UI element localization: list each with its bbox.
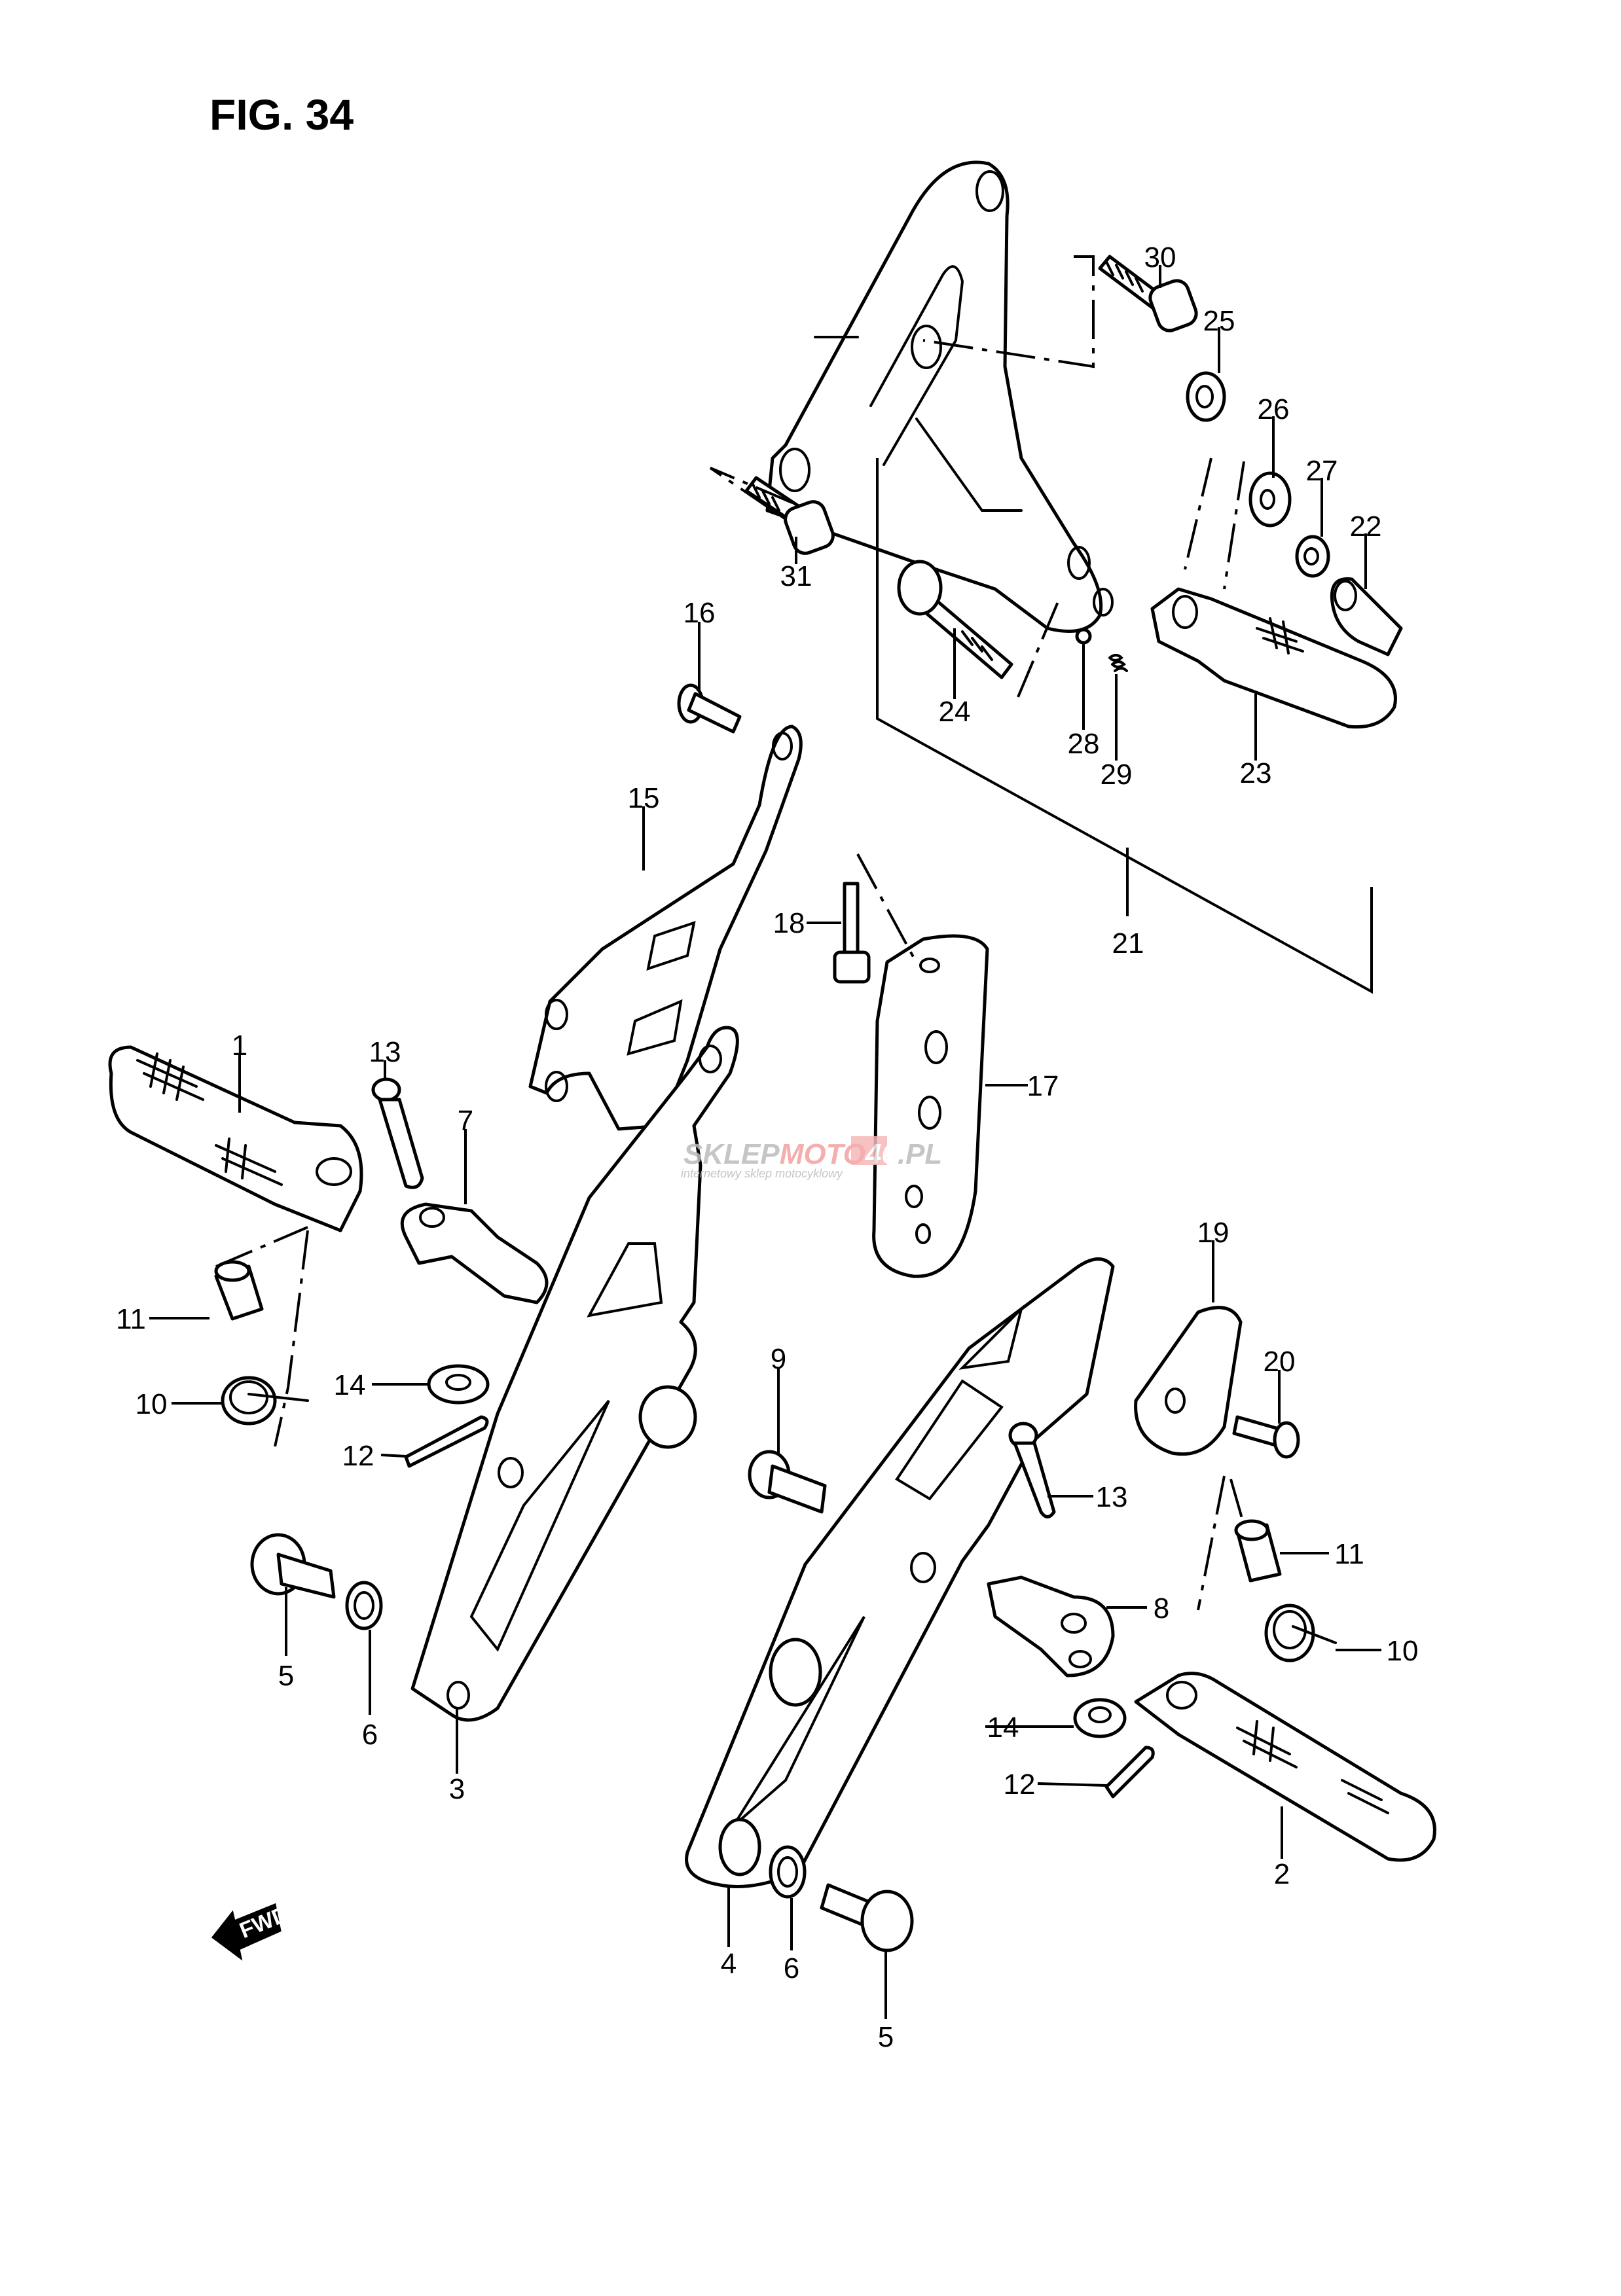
watermark-text-red: MOTO (780, 1138, 865, 1170)
callout-26: 26 (1258, 393, 1290, 425)
callout-29: 29 (1101, 759, 1133, 791)
spring-29 (1108, 654, 1128, 672)
pin-13-left (371, 1077, 424, 1189)
pin-13-right (1008, 1422, 1056, 1518)
callout-10-left: 10 (136, 1388, 168, 1420)
forward-arrow-icon (211, 1903, 282, 1961)
callout-4: 4 (721, 1948, 737, 1980)
watermark-subtitle: internetowy sklep motocyklowy (681, 1167, 843, 1180)
screw-16 (677, 683, 742, 734)
callout-5-left: 5 (278, 1660, 294, 1692)
leader-lines (149, 265, 1381, 2019)
watermark: SKLEPMOTO46.PL internetowy sklep motocyk… (681, 1136, 942, 1180)
callout-30: 30 (1144, 242, 1176, 274)
end-cap-22 (1330, 577, 1403, 656)
watermark-text-suffix: .PL (898, 1138, 942, 1170)
callout-5-right: 5 (878, 2021, 894, 2053)
ball-28 (1075, 628, 1092, 645)
screw-20 (1232, 1415, 1300, 1459)
washer-14-left (427, 1364, 490, 1405)
bolt-5-left (250, 1533, 336, 1599)
washer-6-left (345, 1581, 383, 1630)
nut-27 (1295, 535, 1330, 578)
callout-19: 19 (1197, 1217, 1229, 1249)
callout-13-right: 13 (1096, 1481, 1128, 1513)
pillion-footrest-23 (1150, 587, 1397, 729)
callout-18: 18 (773, 907, 805, 939)
watermark-number-box (851, 1136, 887, 1165)
bolt-24 (897, 560, 1013, 679)
callout-14-left: 14 (334, 1369, 366, 1401)
callout-10-right: 10 (1387, 1635, 1419, 1667)
callout-8: 8 (1154, 1592, 1169, 1624)
callout-6-right: 6 (784, 1952, 799, 1984)
pivot-7 (400, 1202, 549, 1304)
callout-24: 24 (939, 696, 971, 728)
callout-13-left: 13 (369, 1036, 401, 1068)
callout-7: 7 (458, 1105, 473, 1137)
bolt-5-right (820, 1883, 914, 1952)
callout-31: 31 (780, 560, 812, 592)
washer-26 (1248, 471, 1292, 528)
callout-12-left: 12 (342, 1440, 374, 1472)
collar-11-right (1234, 1519, 1282, 1583)
callout-11-right: 11 (1334, 1538, 1364, 1570)
callout-25: 25 (1203, 305, 1235, 337)
callout-14-right: 14 (987, 1712, 1019, 1744)
cotter-pin-12-left (404, 1415, 489, 1468)
pillion-bracket (765, 160, 1114, 633)
heel-guard-17 (872, 934, 989, 1278)
bolt-30 (1098, 255, 1198, 332)
heel-plate-19 (1134, 1306, 1243, 1456)
svg-text:SKLEPMOTO46.PL: SKLEPMOTO46.PL (683, 1138, 942, 1170)
callout-23: 23 (1240, 757, 1272, 789)
footrest-bracket-3 (410, 1026, 739, 1722)
callout-17: 17 (1027, 1070, 1059, 1102)
heel-guard-15 (528, 725, 803, 1131)
callout-9: 9 (771, 1343, 786, 1375)
callout-20: 20 (1264, 1346, 1296, 1378)
bolt-9 (748, 1450, 827, 1514)
callout-12-right: 12 (1004, 1768, 1036, 1801)
callout-labels: 1 2 3 4 5 5 6 6 7 8 9 10 10 11 11 12 12 … (116, 242, 1418, 2053)
callout-3: 3 (449, 1773, 465, 1805)
callout-1: 1 (232, 1030, 247, 1062)
spring-10-left (221, 1376, 309, 1426)
callout-21: 21 (1112, 927, 1144, 960)
footrest-bracket-4 (685, 1257, 1115, 1888)
footrest-1 (108, 1045, 363, 1232)
watermark-text-number: 46 (865, 1138, 898, 1170)
spring-10-right (1264, 1604, 1337, 1662)
pivot-8 (987, 1575, 1115, 1677)
footrest-2 (1134, 1672, 1436, 1862)
callout-6-left: 6 (362, 1719, 378, 1751)
assembly-21-bracket (876, 458, 1373, 994)
cotter-pin-12-right (1104, 1746, 1155, 1799)
callout-27: 27 (1306, 455, 1338, 487)
washer-25 (1186, 371, 1226, 422)
watermark-text-gray: SKLEP (683, 1138, 780, 1170)
washer-14-right (1073, 1698, 1127, 1738)
washer-6-right (769, 1845, 807, 1899)
callout-11-left: 11 (116, 1303, 146, 1335)
callout-16: 16 (683, 597, 716, 629)
callout-28: 28 (1068, 728, 1100, 760)
bolt-18 (833, 882, 871, 984)
callout-15: 15 (628, 782, 660, 814)
callout-22: 22 (1350, 511, 1382, 543)
callout-2: 2 (1274, 1858, 1290, 1890)
forward-direction-marker: FWD (211, 1901, 293, 1961)
collar-11-left (214, 1260, 264, 1321)
figure-title: FIG. 34 (209, 90, 354, 139)
